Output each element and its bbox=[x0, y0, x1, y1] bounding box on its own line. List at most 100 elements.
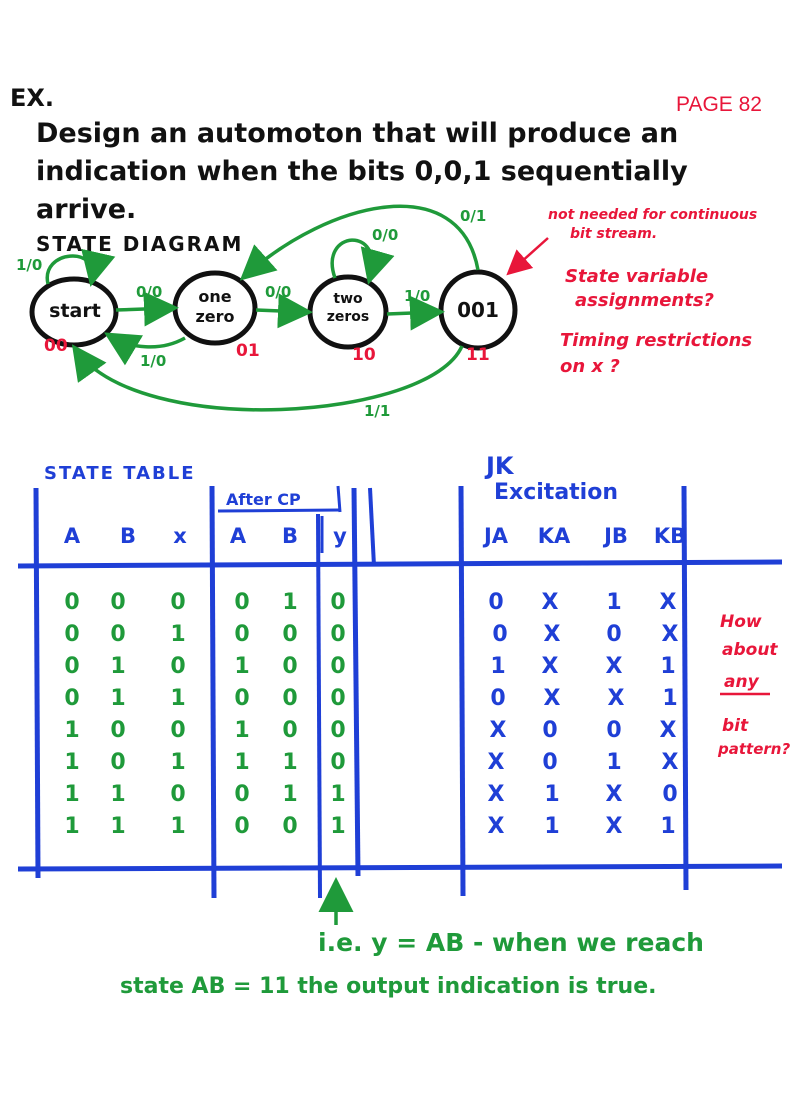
state-table-title: STATE TABLE bbox=[44, 463, 196, 484]
cell-x: 1 bbox=[170, 750, 186, 775]
cell-next-a: 0 bbox=[234, 686, 250, 711]
cell-a: 1 bbox=[64, 782, 80, 807]
arrow-two-self bbox=[330, 238, 395, 285]
label-start-to-one: 0/0 bbox=[136, 283, 163, 301]
problem-line-3: arrive. bbox=[36, 194, 137, 225]
cell-x: 0 bbox=[170, 718, 186, 743]
cell-a: 0 bbox=[64, 622, 80, 647]
header-ja: JA bbox=[483, 524, 509, 548]
header-next-a: A bbox=[229, 524, 247, 548]
example-label: EX. bbox=[10, 84, 55, 112]
state-start-label: start bbox=[49, 300, 101, 322]
cell-next-b: 0 bbox=[282, 814, 298, 839]
cell-b: 0 bbox=[110, 718, 126, 743]
cell-a: 0 bbox=[64, 590, 80, 615]
note-state-var-1: State variable bbox=[565, 266, 709, 287]
cell-y: 1 bbox=[330, 814, 346, 839]
header-next-b: B bbox=[281, 524, 298, 548]
label-001-to-one: 0/1 bbox=[460, 207, 487, 225]
state-start-code: 00 bbox=[44, 336, 68, 356]
cell-next-b: 1 bbox=[282, 782, 298, 807]
cell-next-a: 0 bbox=[234, 782, 250, 807]
state-two-zeros-code: 10 bbox=[352, 345, 376, 365]
header-y: y bbox=[333, 524, 347, 548]
cell-ka: 0 bbox=[542, 718, 558, 743]
cell-y: 0 bbox=[330, 622, 346, 647]
cell-next-b: 0 bbox=[282, 718, 298, 743]
note-not-needed-1: not needed for continuous bbox=[548, 207, 758, 223]
cell-kb: X bbox=[659, 718, 677, 743]
cell-kb: 1 bbox=[662, 686, 678, 711]
cell-y: 0 bbox=[330, 686, 346, 711]
cell-x: 1 bbox=[170, 686, 186, 711]
cell-b: 1 bbox=[110, 782, 126, 807]
cell-jb: 0 bbox=[606, 718, 622, 743]
cell-ka: 1 bbox=[544, 814, 560, 839]
state-one-zero-label-1: one bbox=[198, 287, 232, 306]
page-number: PAGE 82 bbox=[676, 93, 762, 116]
cell-b: 1 bbox=[110, 654, 126, 679]
cell-ja: 0 bbox=[490, 686, 506, 711]
header-ka: KA bbox=[537, 524, 571, 548]
cell-next-b: 0 bbox=[282, 622, 298, 647]
arrow-one-to-start bbox=[103, 332, 186, 366]
state-001-label: 001 bbox=[457, 298, 499, 322]
note-timing-2: on x ? bbox=[560, 356, 620, 377]
header-b: B bbox=[119, 524, 136, 548]
cell-jb: 0 bbox=[606, 622, 622, 647]
arrow-start-self bbox=[45, 248, 116, 287]
cell-jb: X bbox=[605, 782, 623, 807]
state-two-zeros-label-2: zeros bbox=[326, 309, 370, 325]
cell-a: 0 bbox=[64, 654, 80, 679]
cell-x: 1 bbox=[170, 814, 186, 839]
cell-jb: X bbox=[607, 686, 625, 711]
cell-kb: 1 bbox=[660, 654, 676, 679]
arrow-two-to-001 bbox=[386, 295, 445, 331]
arrow-001-to-one bbox=[239, 204, 480, 281]
cell-y: 1 bbox=[330, 782, 346, 807]
cell-jb: 1 bbox=[606, 750, 622, 775]
cell-b: 1 bbox=[110, 686, 126, 711]
header-x: x bbox=[173, 524, 187, 548]
side-note-line-5: pattern? bbox=[718, 740, 791, 758]
cell-next-b: 1 bbox=[282, 590, 298, 615]
cell-ja: 0 bbox=[492, 622, 508, 647]
header-a: A bbox=[63, 524, 81, 548]
cell-a: 1 bbox=[64, 750, 80, 775]
cell-kb: X bbox=[659, 590, 677, 615]
cell-kb: 0 bbox=[662, 782, 678, 807]
cell-ja: 1 bbox=[490, 654, 506, 679]
note-timing-1: Timing restrictions bbox=[560, 330, 753, 351]
cell-ka: X bbox=[543, 622, 561, 647]
cell-kb: X bbox=[661, 750, 679, 775]
problem-line-1: Design an automoton that will produce an bbox=[36, 118, 679, 149]
after-cp-label: After CP bbox=[226, 490, 301, 509]
note-state-var-2: assignments? bbox=[575, 290, 714, 311]
cell-y: 0 bbox=[330, 718, 346, 743]
cell-next-a: 1 bbox=[234, 718, 250, 743]
state-one-zero-code: 01 bbox=[236, 341, 260, 361]
label-one-to-start: 1/0 bbox=[140, 352, 167, 370]
cell-ka: 1 bbox=[544, 782, 560, 807]
cell-next-a: 0 bbox=[234, 590, 250, 615]
cell-jb: 1 bbox=[606, 590, 622, 615]
side-note-line-1: How bbox=[720, 612, 762, 632]
cell-jb: X bbox=[605, 654, 623, 679]
cell-kb: 1 bbox=[660, 814, 676, 839]
cell-jb: X bbox=[605, 814, 623, 839]
cell-x: 0 bbox=[170, 782, 186, 807]
jk-title-1: JK bbox=[486, 452, 514, 480]
cell-a: 1 bbox=[64, 718, 80, 743]
label-two-to-001: 1/0 bbox=[404, 287, 431, 305]
cell-b: 0 bbox=[110, 622, 126, 647]
cell-next-a: 1 bbox=[234, 654, 250, 679]
side-note-line-4: bit bbox=[722, 716, 749, 736]
cell-ja: X bbox=[487, 750, 505, 775]
cell-ka: X bbox=[541, 654, 559, 679]
cell-y: 0 bbox=[330, 654, 346, 679]
header-jb: JB bbox=[604, 524, 628, 548]
arrow-one-to-two bbox=[255, 293, 313, 329]
state-diagram-title: STATE DIAGRAM bbox=[36, 232, 244, 256]
cell-x: 0 bbox=[170, 590, 186, 615]
